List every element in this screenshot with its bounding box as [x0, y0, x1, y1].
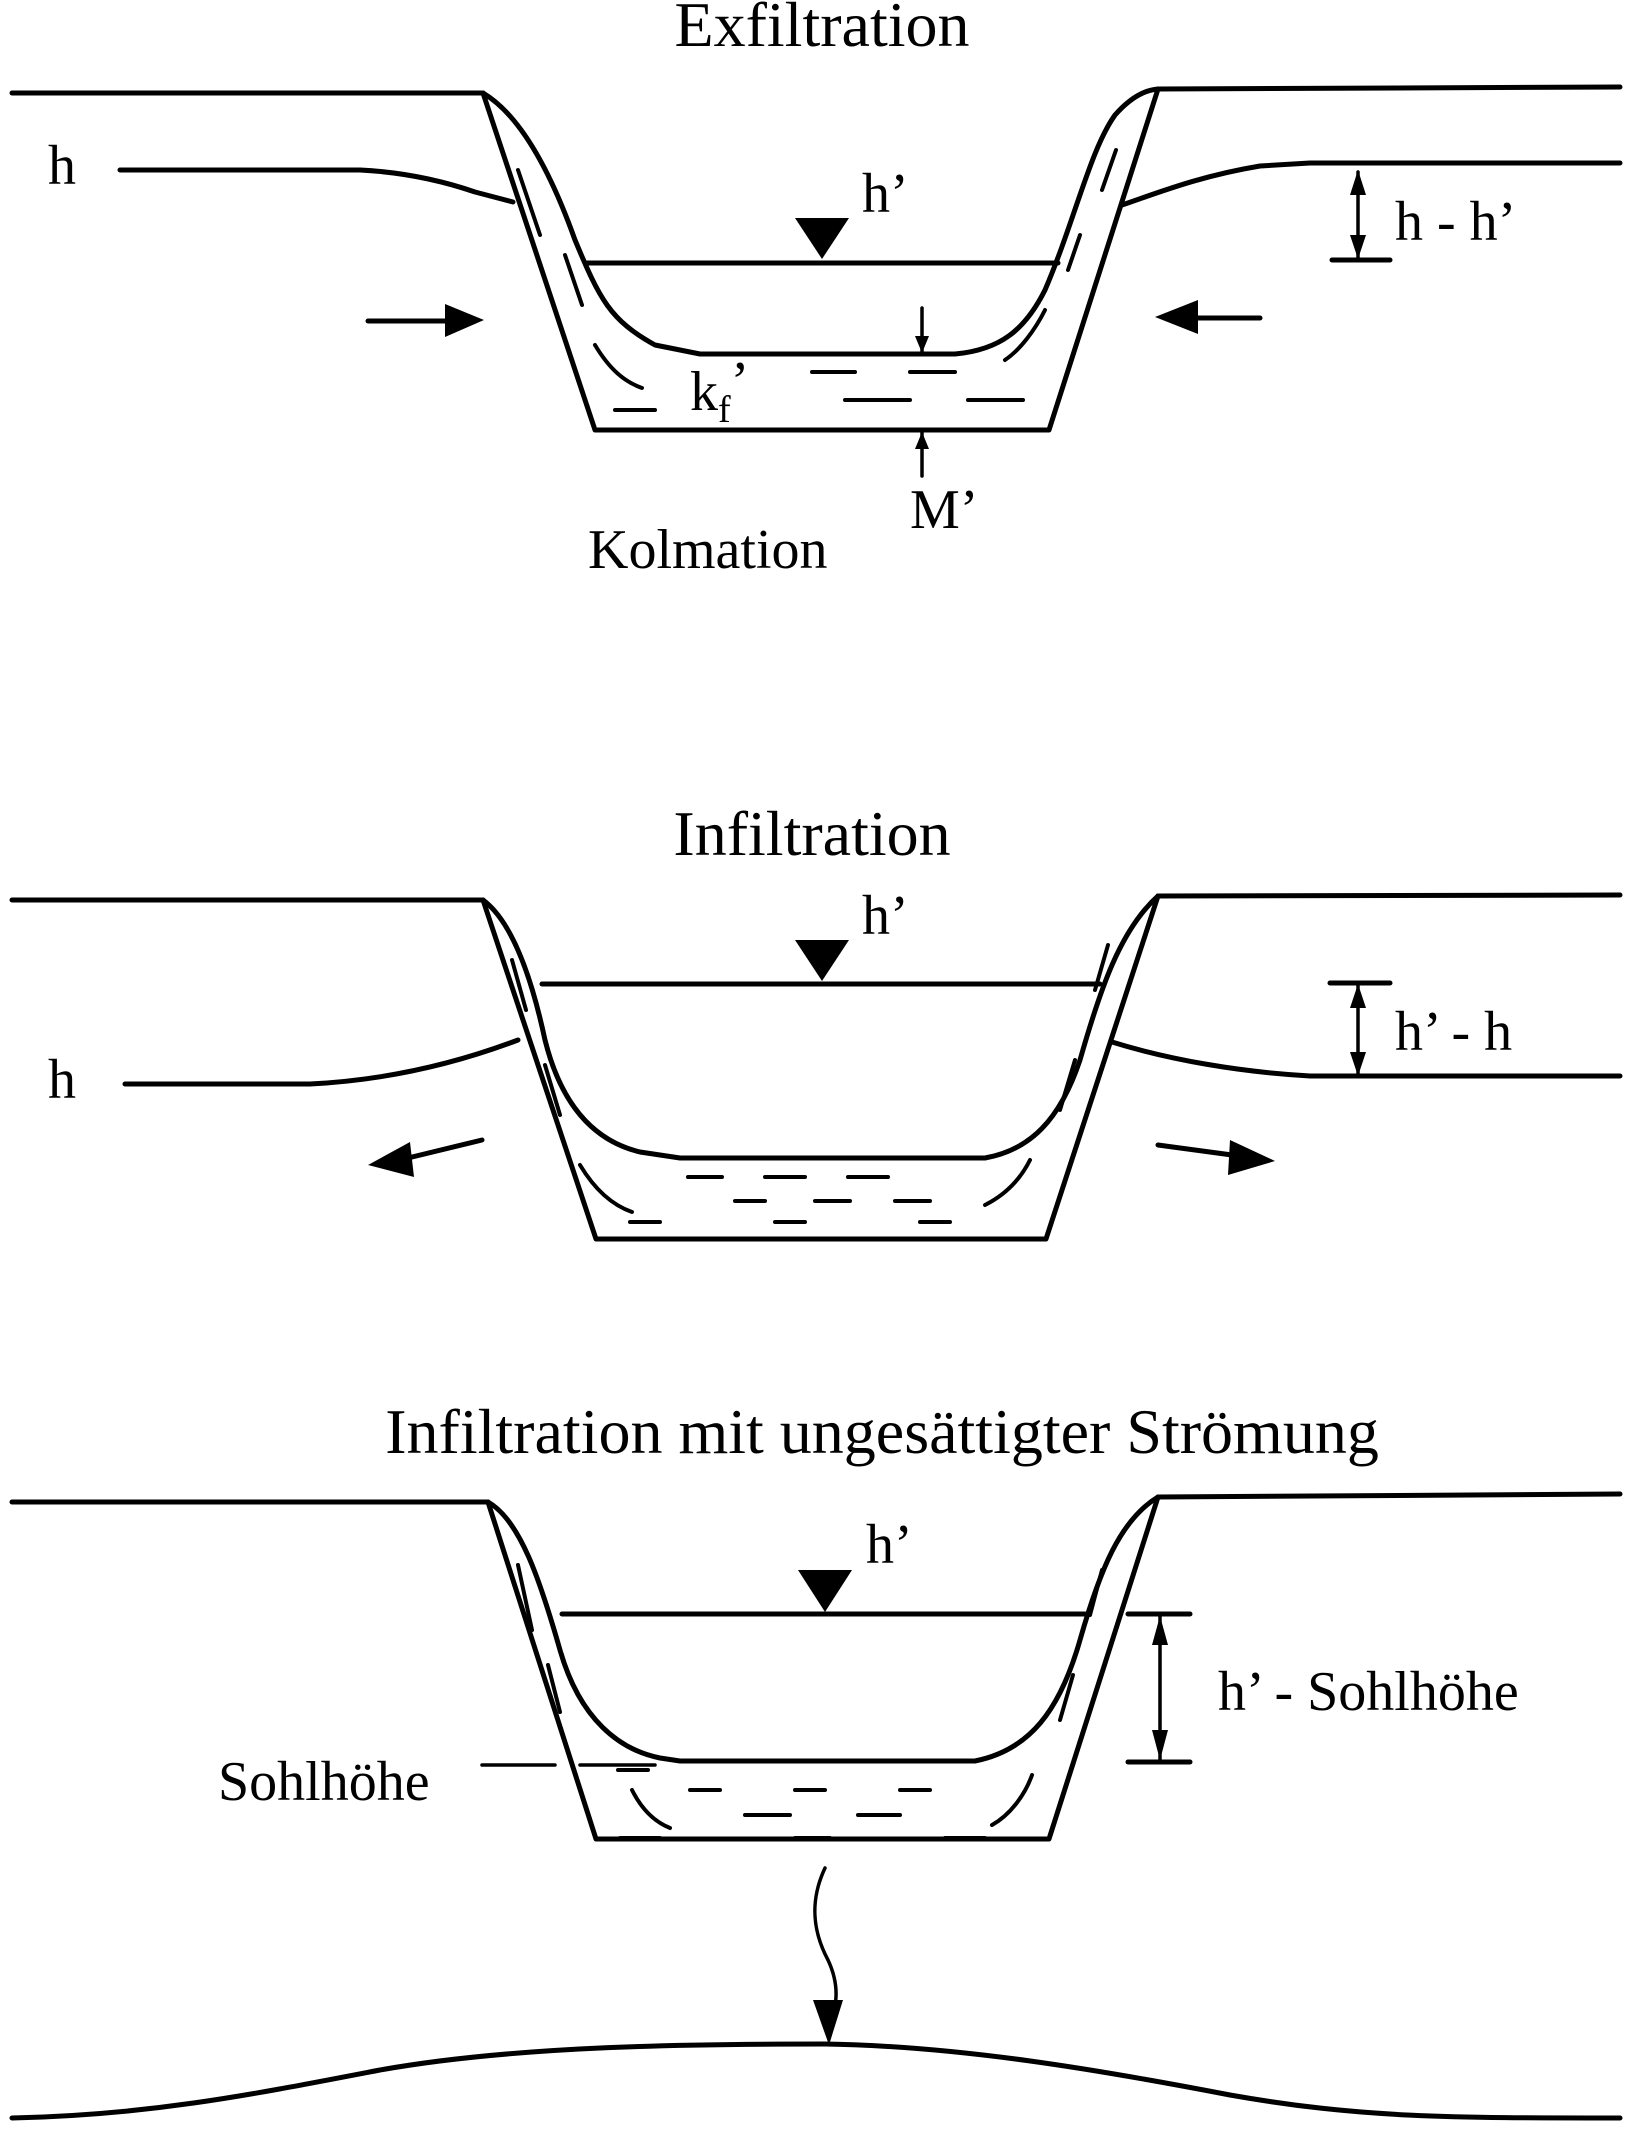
colmation-dash [593, 343, 644, 390]
groundwater-head-label-left: h [48, 1049, 76, 1111]
arrow-left-icon [368, 1142, 414, 1177]
head-difference-label: h’ - Sohlhöhe [1218, 1661, 1519, 1723]
colmation-layer-boundary [480, 893, 1161, 1161]
arrow-up-icon [1152, 1616, 1168, 1645]
conductivity-prime: ’ [731, 351, 750, 413]
arrow-right-icon [1228, 1140, 1275, 1175]
head-difference-label: h - h’ [1395, 191, 1516, 253]
panel-exfiltration: Exfiltration h’ kf’ M’ Kolmation [9, 0, 1623, 581]
ground-surface-right [1155, 1491, 1623, 1500]
channel-bed-outline [480, 86, 1161, 433]
stream-stage-label: h’ [862, 885, 909, 947]
groundwater-table-right [1109, 1039, 1623, 1079]
panel-title: Infiltration [673, 798, 950, 869]
conductivity-symbol: k [690, 361, 718, 423]
colmation-dash [1003, 308, 1047, 362]
conductivity-label: kf’ [690, 351, 749, 431]
colmation-label: Kolmation [588, 519, 828, 581]
conductivity-subscript: f [718, 389, 731, 431]
groundwater-table-left [122, 1037, 521, 1087]
panel-infiltration: Infiltration h’ h h’ - h [9, 798, 1623, 1242]
colmation-dash [990, 1773, 1034, 1827]
ground-surface-right [1155, 892, 1623, 899]
head-difference-label: h’ - h [1395, 1001, 1512, 1063]
colmation-dash [983, 1158, 1032, 1207]
arrow-down-icon [915, 336, 929, 353]
flow-arrow-left [405, 1137, 485, 1161]
water-level-triangle-icon [795, 218, 849, 259]
colmation-dash [1100, 148, 1118, 192]
colmation-dash [516, 168, 542, 237]
flow-arrow-right [1155, 1142, 1235, 1158]
groundwater-head-label-left: h [48, 135, 76, 197]
groundwater-table-right [1119, 160, 1623, 208]
arrow-right-icon [445, 304, 484, 337]
channel-bed-outline [480, 893, 1161, 1242]
bed-elevation-label: Sohlhöhe [218, 1751, 430, 1813]
colmation-dash [630, 1788, 672, 1830]
stream-stage-label: h’ [862, 163, 909, 225]
arrow-down-icon [1350, 1052, 1366, 1076]
colmation-dash [563, 253, 584, 307]
water-level-triangle-icon [798, 1570, 852, 1612]
arrow-down-icon [1152, 1730, 1168, 1760]
colmation-dash [516, 1563, 534, 1632]
ground-surface-right [1155, 84, 1623, 92]
colmation-dash [1058, 1673, 1075, 1722]
arrow-down-icon [813, 2000, 843, 2045]
thickness-label: M’ [910, 479, 978, 541]
colmation-dash [1066, 233, 1082, 272]
colmation-dash [1088, 1568, 1104, 1617]
colmation-dash [543, 1063, 562, 1117]
arrow-up-icon [915, 432, 929, 449]
colmation-dash [510, 958, 528, 1012]
groundwater-table-left [117, 167, 516, 205]
channel-bed-outline [485, 1494, 1161, 1842]
panel-title: Infiltration mit ungesättigter Strömung [385, 1396, 1379, 1467]
stream-stage-label: h’ [866, 1514, 913, 1576]
colmation-dash [1058, 1058, 1077, 1112]
arrow-up-icon [1350, 984, 1366, 1008]
colmation-dash [1093, 943, 1110, 992]
colmation-dash [546, 1663, 562, 1714]
arrow-left-icon [1155, 300, 1198, 334]
colmation-layer-boundary [485, 1494, 1161, 1764]
groundwater-table-mound [9, 2041, 1623, 2121]
panel-title: Exfiltration [674, 0, 969, 60]
arrow-down-icon [1350, 235, 1366, 259]
colmation-dash [578, 1163, 634, 1214]
colmation-layer-boundary [480, 86, 1161, 357]
water-level-triangle-icon [795, 940, 849, 981]
panel-infiltration-unsaturated: Infiltration mit ungesättigter Strömung … [9, 1396, 1623, 2121]
arrow-up-icon [1350, 170, 1366, 195]
